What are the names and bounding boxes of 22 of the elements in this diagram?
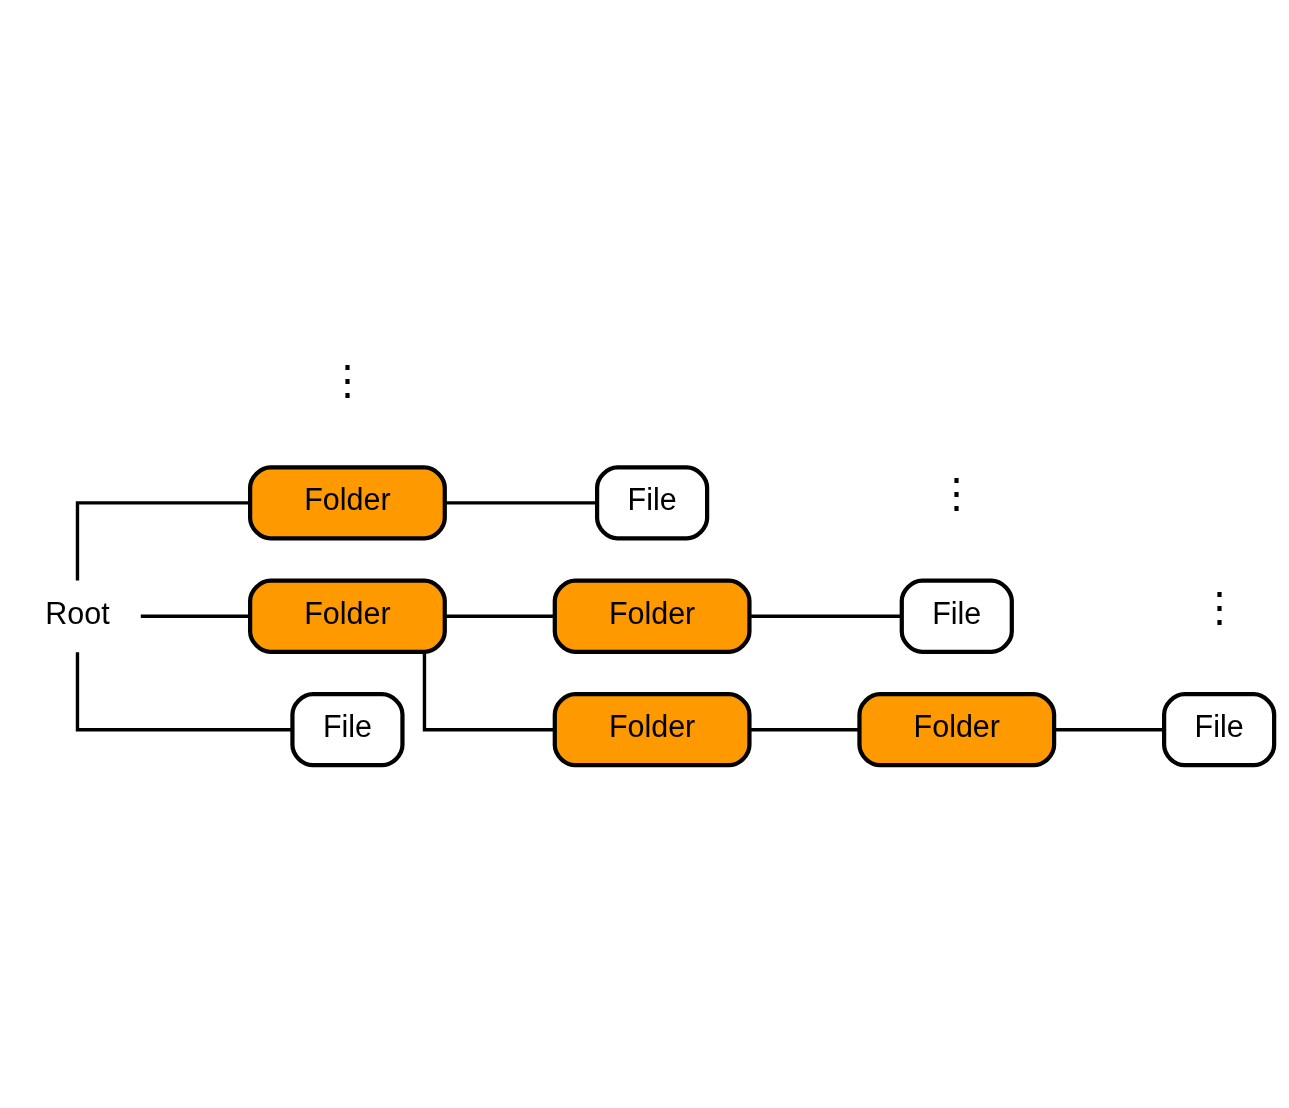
label: ⋮ [1198,584,1240,631]
connector [75,651,293,731]
node-text: Root [45,595,110,630]
node-box: Folder [552,578,752,654]
connector [445,614,555,618]
node-box: File [290,691,405,767]
node-box: Folder [248,578,447,654]
node-box: File [595,464,710,541]
node-box: File [899,578,1014,654]
connector [140,614,250,618]
connector [750,614,902,618]
label: ⋮ [936,470,978,517]
node-box: Folder [248,464,447,541]
node-box: Folder [552,691,752,767]
connector [75,500,250,580]
connector [422,651,555,731]
connector [1054,727,1165,731]
node-box: Folder [857,691,1057,767]
node-box: File [1162,691,1277,767]
label: ⋮ [326,357,368,404]
connector [750,727,860,731]
connector [445,500,597,505]
